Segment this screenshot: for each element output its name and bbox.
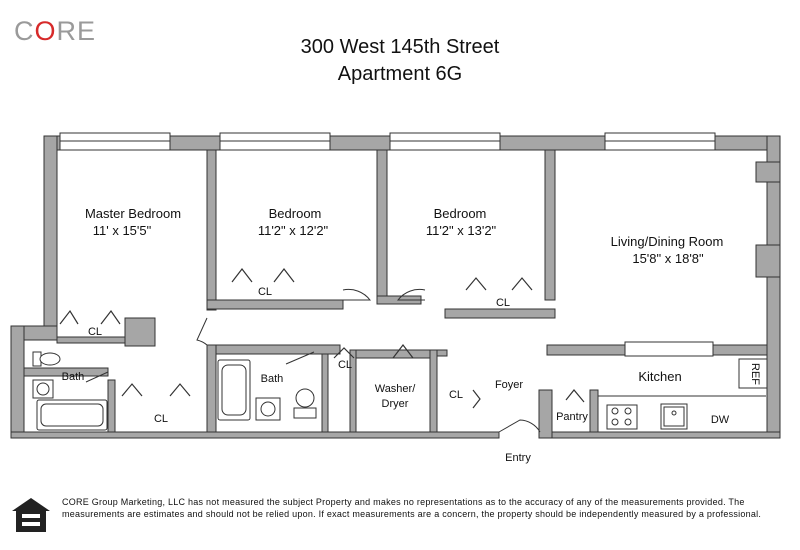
dishwasher-label: DW <box>711 414 730 426</box>
kitchen-label: Kitchen <box>638 369 681 384</box>
washer-dryer-label-line1: Washer/ <box>375 383 416 395</box>
washer-dryer-label-line2: Dryer <box>382 398 409 410</box>
bath2-label: Bath <box>261 373 284 385</box>
counter-icon <box>624 341 714 357</box>
apartment-title: Apartment 6G <box>337 63 463 85</box>
disclaimer-text: CORE Group Marketing, LLC has not measur… <box>62 497 762 519</box>
core-logo: CORE <box>14 16 97 46</box>
address-title: 300 West 145th Street <box>300 36 500 58</box>
closet-doors <box>59 268 585 409</box>
toilet-icon <box>293 407 317 419</box>
pantry-label: Pantry <box>556 411 588 423</box>
master-bedroom-dims: 11' x 15'5" <box>93 223 152 238</box>
closet-label: CL <box>496 297 510 309</box>
master-bedroom-label: Master Bedroom <box>85 206 181 221</box>
windows <box>59 132 716 151</box>
closet-label: CL <box>338 359 352 371</box>
living-room-label: Living/Dining Room <box>611 234 724 249</box>
closet-label: CL <box>88 326 102 338</box>
living-room-dims: 15'8" x 18'8" <box>632 251 704 266</box>
stove-icon <box>606 404 638 430</box>
closet-label: CL <box>154 413 168 425</box>
swing-doors <box>85 288 541 433</box>
bedroom2-dims: 11'2" x 12'2" <box>258 223 329 238</box>
refrigerator-icon <box>738 358 768 389</box>
bedroom3-dims: 11'2" x 13'2" <box>426 223 497 238</box>
room-labels: Master Bedroom 11' x 15'5" Bedroom 11'2"… <box>62 206 761 464</box>
foyer-label: Foyer <box>495 379 523 391</box>
refrigerator-label: REF <box>749 363 761 385</box>
fixtures <box>32 341 768 432</box>
closet-label: CL <box>258 286 272 298</box>
entry-label: Entry <box>505 452 531 464</box>
equal-housing-opportunity-icon <box>12 498 50 532</box>
bedroom2-label: Bedroom <box>269 206 322 221</box>
bath1-label: Bath <box>62 371 85 383</box>
bedroom3-label: Bedroom <box>434 206 487 221</box>
closet-label: CL <box>449 389 463 401</box>
